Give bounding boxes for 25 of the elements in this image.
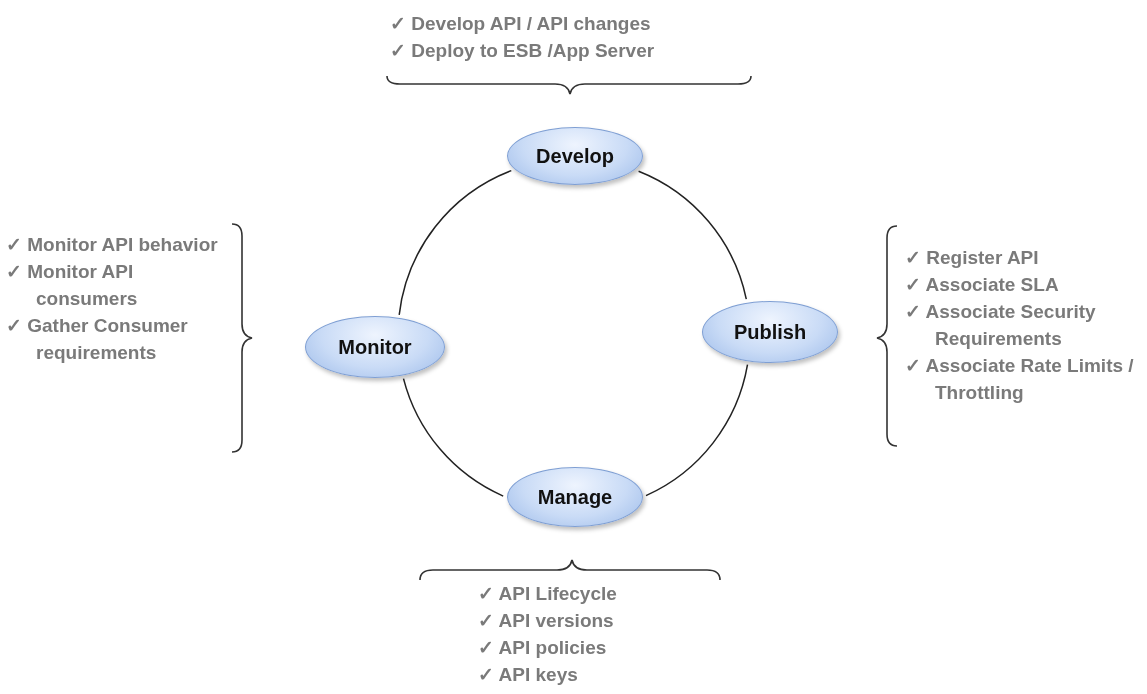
checklist-item: ✓ API versions bbox=[478, 609, 615, 633]
node-label: Manage bbox=[537, 485, 613, 509]
checklist-item: ✓ Develop API / API changes bbox=[390, 12, 652, 36]
checklist-item: ✓ Monitor API behavior bbox=[6, 233, 219, 257]
circular-connector bbox=[645, 363, 749, 497]
node-label: Develop bbox=[536, 144, 614, 168]
process-ellipse bbox=[702, 301, 838, 363]
checklist-item: ✓ Associate Security Requirements bbox=[905, 300, 1097, 351]
checklist-item: ✓ Deploy to ESB /App Server bbox=[390, 39, 656, 63]
checklist-item: ✓ Monitor API consumers bbox=[6, 260, 139, 311]
checklist-item: ✓ Associate SLA bbox=[905, 273, 1060, 297]
node-label: Publish bbox=[733, 320, 807, 344]
checklist-item: ✓ Gather Consumer requirements bbox=[6, 314, 189, 365]
process-ellipse bbox=[507, 467, 643, 527]
checklist-item: ✓ API policies bbox=[478, 636, 608, 660]
process-ellipse bbox=[305, 316, 445, 378]
checklist-item: ✓ Associate Rate Limits / Throttling bbox=[905, 354, 1135, 405]
checklist-item: ✓ API keys bbox=[478, 663, 579, 687]
checklist-item: ✓ API Lifecycle bbox=[478, 582, 618, 606]
circular-connector bbox=[402, 377, 504, 497]
node-label: Monitor bbox=[338, 335, 412, 359]
circular-connector bbox=[398, 169, 513, 316]
process-ellipse bbox=[507, 127, 643, 185]
checklist-item: ✓ Register API bbox=[905, 246, 1040, 270]
circular-connector bbox=[637, 170, 748, 300]
